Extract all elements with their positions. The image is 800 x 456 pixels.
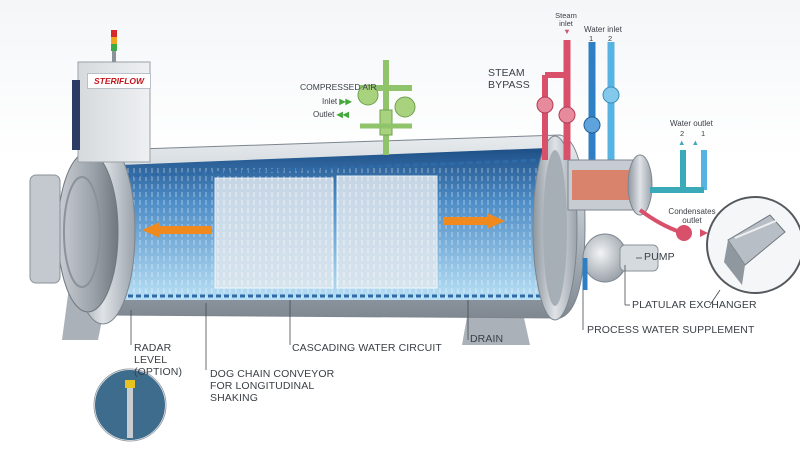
brand-logo: STERIFLOW [87,73,151,89]
air-inlet-arrow-icon: ▶▶ [339,97,352,106]
water-outlet-1-label: 1 [701,129,706,138]
exchanger-detail-inset [706,196,800,294]
signal-tower-icon [111,30,117,62]
air-outlet-label: Outlet ◀◀ [313,110,349,119]
door [57,151,119,313]
water-outlet-label: Water outlet [670,119,713,128]
flow-arrow-right [443,213,505,229]
condensates-outlet [638,208,708,241]
water-inlet-piping [583,42,620,170]
spray-header [124,158,546,178]
steam-inlet-arrow-icon: ▼ [563,27,571,36]
flow-arrow-left [142,222,212,238]
condensates-outlet-label: Condensates outlet [668,207,716,225]
water-inlet-1-label: 1 [589,34,594,43]
air-inlet-label: Inlet ▶▶ [322,97,352,106]
pump-label: PUMP [644,251,675,263]
platular-exchanger-label: PLATULAR EXCHANGER [632,299,757,311]
compressed-air-valve [357,60,416,155]
steam-piping [536,40,576,160]
steam-bypass-label: STEAM BYPASS [488,67,530,91]
cascading-water-circuit-label: CASCADING WATER CIRCUIT [292,342,442,354]
air-outlet-arrow-icon: ◀◀ [336,110,349,119]
dog-chain-conveyor-label: DOG CHAIN CONVEYOR FOR LONGITUDINAL SHAK… [210,368,335,404]
radar-level-inset [93,368,167,442]
process-water-supplement-label: PROCESS WATER SUPPLEMENT [587,324,755,336]
leader-lines [130,257,721,370]
water-outlet-piping [650,150,707,193]
compressed-air-label: COMPRESSED AIR [300,82,377,92]
water-inlet-label: Water inlet [584,25,622,34]
door-hinge [29,174,61,284]
water-inlet-2-label: 2 [608,34,613,43]
water-outlet-arrow-icon: ▲ ▲ [678,138,700,147]
steam-inlet-label: Steam inlet [555,11,577,28]
drain-label: DRAIN [470,333,504,345]
platular-exchanger [567,154,653,216]
water-outlet-2-label: 2 [680,129,685,138]
radar-level-label: RADAR LEVEL (OPTION) [134,342,183,378]
